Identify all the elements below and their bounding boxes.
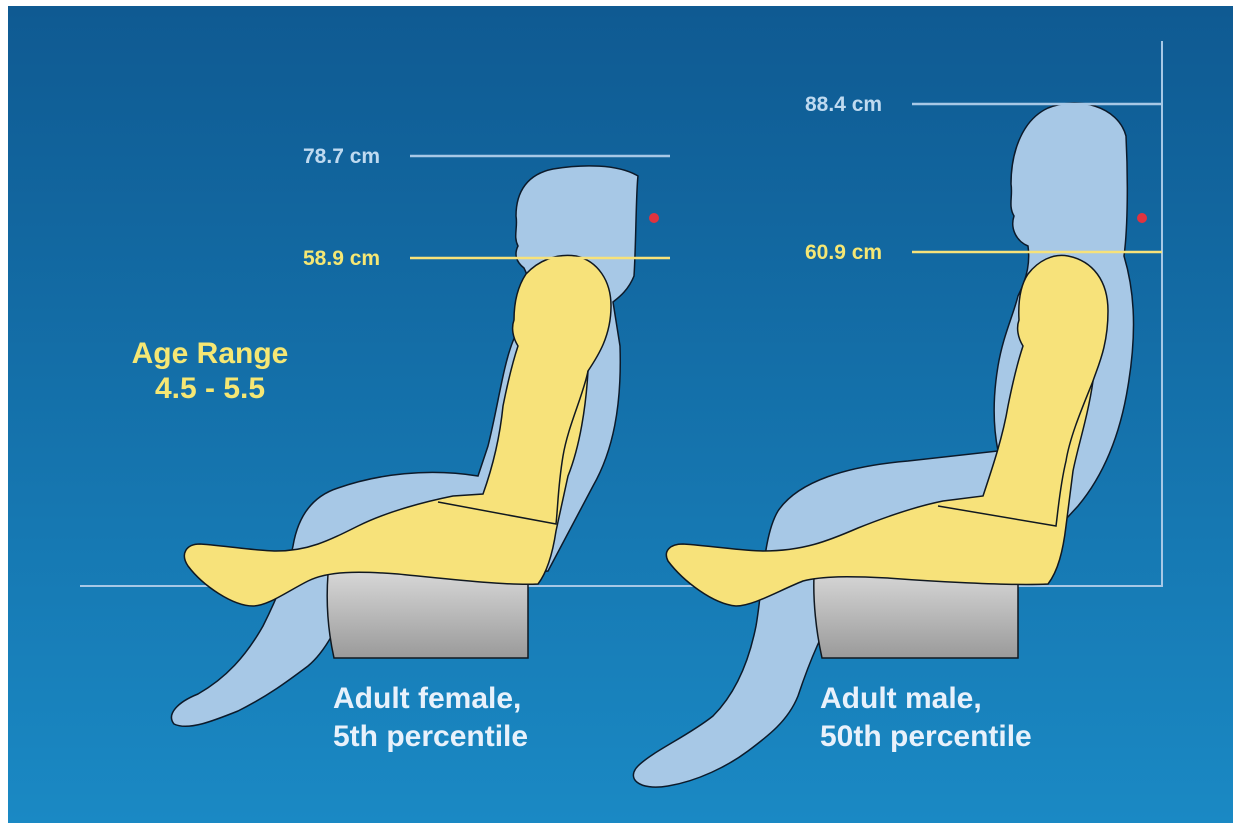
male-adult-height-label: 88.4 cm [805,94,882,115]
female-child-height-label: 58.9 cm [303,248,380,269]
female-caption-line1: Adult female, [333,680,528,718]
seated-height-diagram [8,6,1233,823]
age-range-label: Age Range 4.5 - 5.5 [100,336,320,407]
male-caption: Adult male, 50th percentile [820,680,1032,755]
male-child-height-label: 60.9 cm [805,242,882,263]
male-caption-line1: Adult male, [820,680,1032,718]
diagram-panel: Age Range 4.5 - 5.5 78.7 cm 58.9 cm 88.4… [8,6,1233,823]
male-reference-point [1137,213,1147,223]
male-caption-line2: 50th percentile [820,718,1032,756]
age-range-title: Age Range [100,336,320,371]
female-reference-point [649,213,659,223]
female-adult-height-label: 78.7 cm [303,146,380,167]
female-caption: Adult female, 5th percentile [333,680,528,755]
female-caption-line2: 5th percentile [333,718,528,756]
age-range-value: 4.5 - 5.5 [100,371,320,406]
